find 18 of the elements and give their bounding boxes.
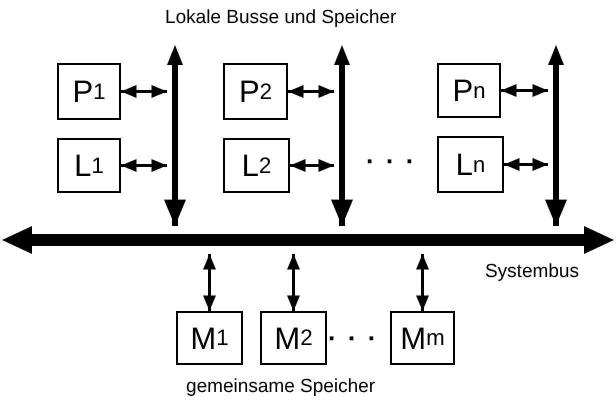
arrow <box>501 84 548 97</box>
arrow <box>416 254 429 311</box>
arrow <box>164 200 186 226</box>
system-bus-bar <box>2 226 614 254</box>
arrow <box>288 85 334 98</box>
bus-label: Systembus <box>485 262 579 281</box>
arrow <box>121 85 167 98</box>
arrow <box>121 159 167 172</box>
group-label: Lokale Busse und Speicher <box>165 8 396 27</box>
arrow <box>290 159 334 172</box>
arrow <box>331 200 353 226</box>
arrow <box>287 254 300 311</box>
arrow <box>504 158 548 171</box>
ellipsis: · · · <box>366 148 416 174</box>
ellipsis: · · · <box>328 325 378 351</box>
group-label: gemeinsame Speicher <box>186 377 376 396</box>
arrow <box>203 254 216 311</box>
arrow <box>545 200 567 226</box>
